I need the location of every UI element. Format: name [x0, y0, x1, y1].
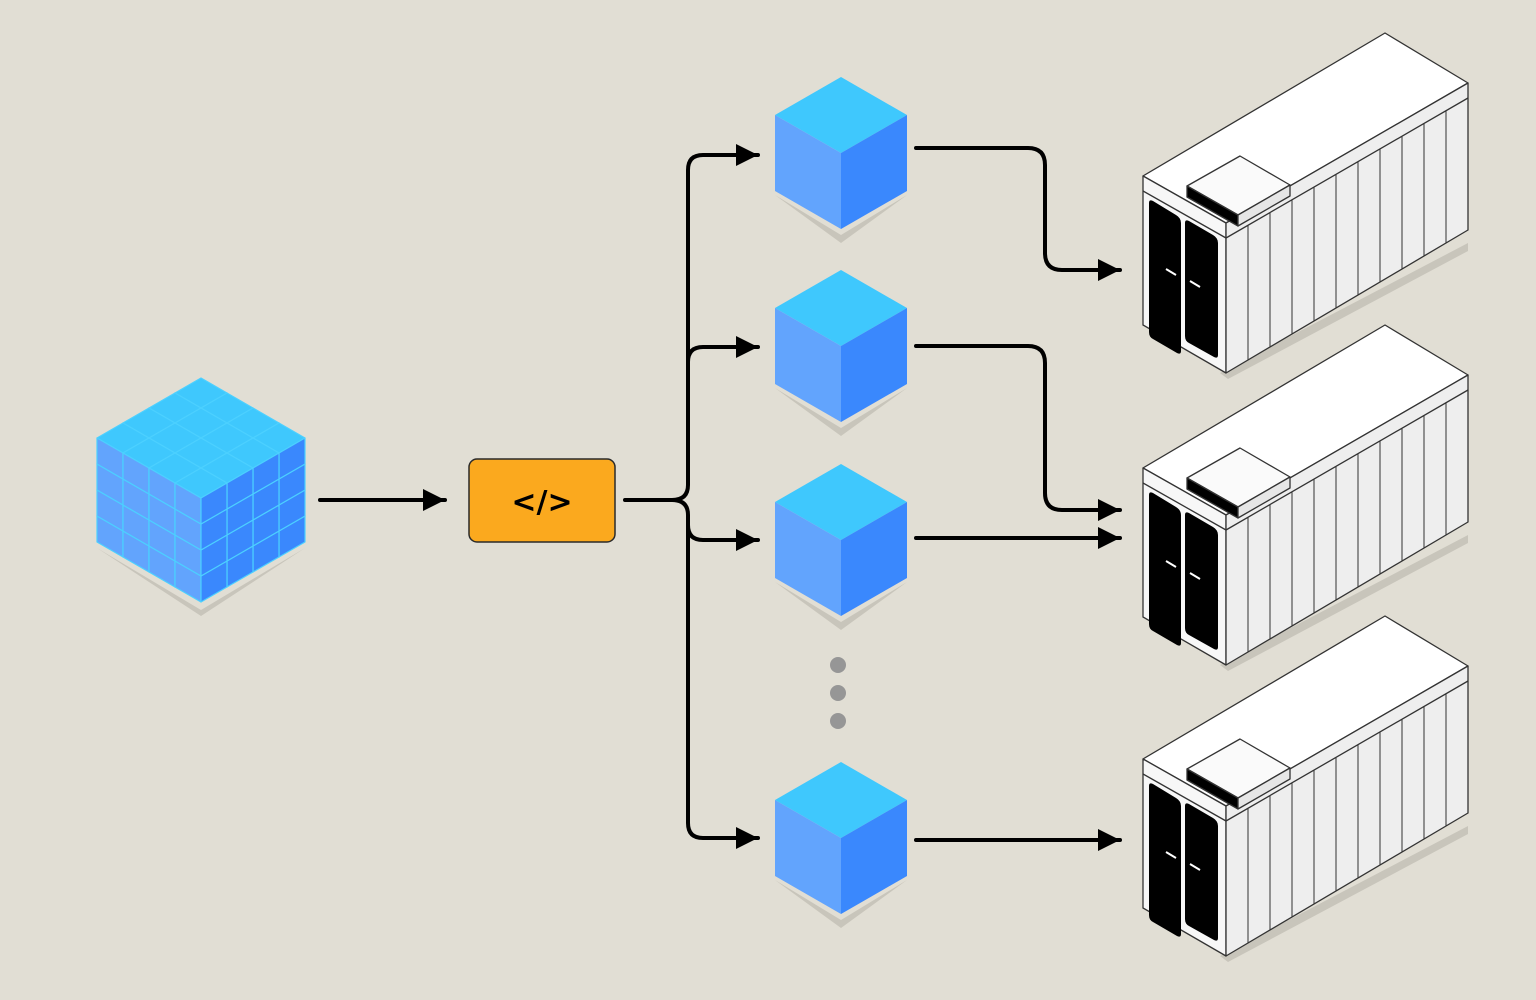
server-racks — [1142, 32, 1469, 962]
arrow-shard-1-to-server-1 — [914, 146, 1122, 281]
rack-shadow — [1220, 243, 1468, 379]
vertical-ellipsis-icon — [830, 657, 846, 729]
rack-door-right — [1185, 220, 1218, 358]
code-box: </> — [468, 458, 616, 543]
server-rack-icon — [1142, 615, 1469, 962]
cube-left-face — [775, 115, 841, 229]
ellipsis-dot — [830, 713, 846, 729]
server-rack-icon — [1142, 32, 1469, 379]
rack-shadow — [1220, 535, 1468, 671]
data-cube-grid-icon — [96, 377, 306, 616]
rack-door-handle — [1189, 572, 1201, 580]
shard-cubes — [775, 77, 907, 928]
ellipsis-dot — [830, 685, 846, 701]
cube-icon — [775, 270, 907, 436]
rack-lip — [1142, 97, 1469, 239]
rack-door-left — [1149, 783, 1181, 937]
cube-right-face — [841, 308, 907, 422]
cube-icon — [775, 762, 907, 928]
code-box-background — [468, 458, 616, 543]
ellipsis-dot — [830, 657, 846, 673]
cube-right-face — [841, 800, 907, 914]
rack-lip — [1142, 680, 1469, 822]
cube-left-face — [775, 308, 841, 422]
rack-vent-side — [1237, 767, 1291, 810]
cube-right-face — [841, 115, 907, 229]
rack-side — [1225, 374, 1469, 666]
cube-icon — [775, 77, 907, 243]
rack-door-left — [1149, 200, 1181, 354]
block-right — [200, 482, 228, 525]
rack-door-left — [1149, 492, 1181, 646]
cube-right-face — [841, 502, 907, 616]
arrow-shard-2-to-server-2 — [914, 344, 1122, 521]
server-rack-icon — [1142, 324, 1469, 671]
rack-door-right — [1185, 803, 1218, 941]
rack-side — [1225, 82, 1469, 374]
rack-door-handle — [1189, 280, 1201, 288]
cube-left-face — [775, 800, 841, 914]
branch-shard-n — [686, 523, 760, 849]
rack-door-handle — [1165, 851, 1177, 859]
cube-icon — [775, 464, 907, 630]
cube-left-face — [775, 502, 841, 616]
code-brackets-icon: </> — [511, 485, 572, 520]
connector-lines — [318, 144, 1122, 851]
rack-door-handle — [1165, 268, 1177, 276]
rack-door-right — [1185, 512, 1218, 650]
rack-shadow — [1220, 826, 1468, 962]
branch-shard-2 — [686, 336, 760, 364]
rack-vent-side — [1237, 476, 1291, 519]
rack-vent-side — [1237, 184, 1291, 227]
rack-lip — [1142, 389, 1469, 531]
rack-door-handle — [1165, 560, 1177, 568]
rack-door-handle — [1189, 863, 1201, 871]
rack-side — [1225, 665, 1469, 957]
grid-block — [174, 467, 228, 525]
